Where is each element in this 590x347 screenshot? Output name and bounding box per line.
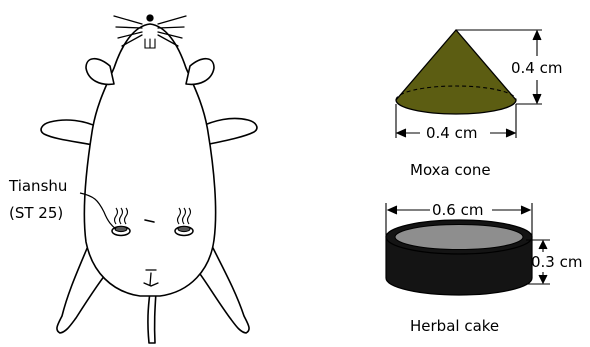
herbal-cake-top: [395, 225, 523, 250]
rat-tail: [148, 292, 156, 343]
moxa-cone-body: [396, 30, 516, 114]
rat-right-ear: [186, 59, 214, 85]
cake-diameter-label: 0.6 cm: [432, 201, 483, 219]
cone-diameter-label: 0.4 cm: [426, 124, 477, 142]
cone-caption: Moxa cone: [410, 161, 491, 179]
herbal-cake: [386, 220, 532, 295]
rat-illustration: [41, 24, 257, 343]
cake-height-label: 0.3 cm: [531, 253, 582, 271]
rat-left-ear: [86, 59, 114, 85]
rat-nose: [147, 15, 153, 21]
moxa-cone: [396, 30, 516, 114]
cake-caption: Herbal cake: [410, 317, 499, 335]
acupoint-name: Tianshu: [8, 177, 67, 195]
cone-height-label: 0.4 cm: [511, 59, 562, 77]
acupoint-code: (ST 25): [9, 204, 63, 222]
